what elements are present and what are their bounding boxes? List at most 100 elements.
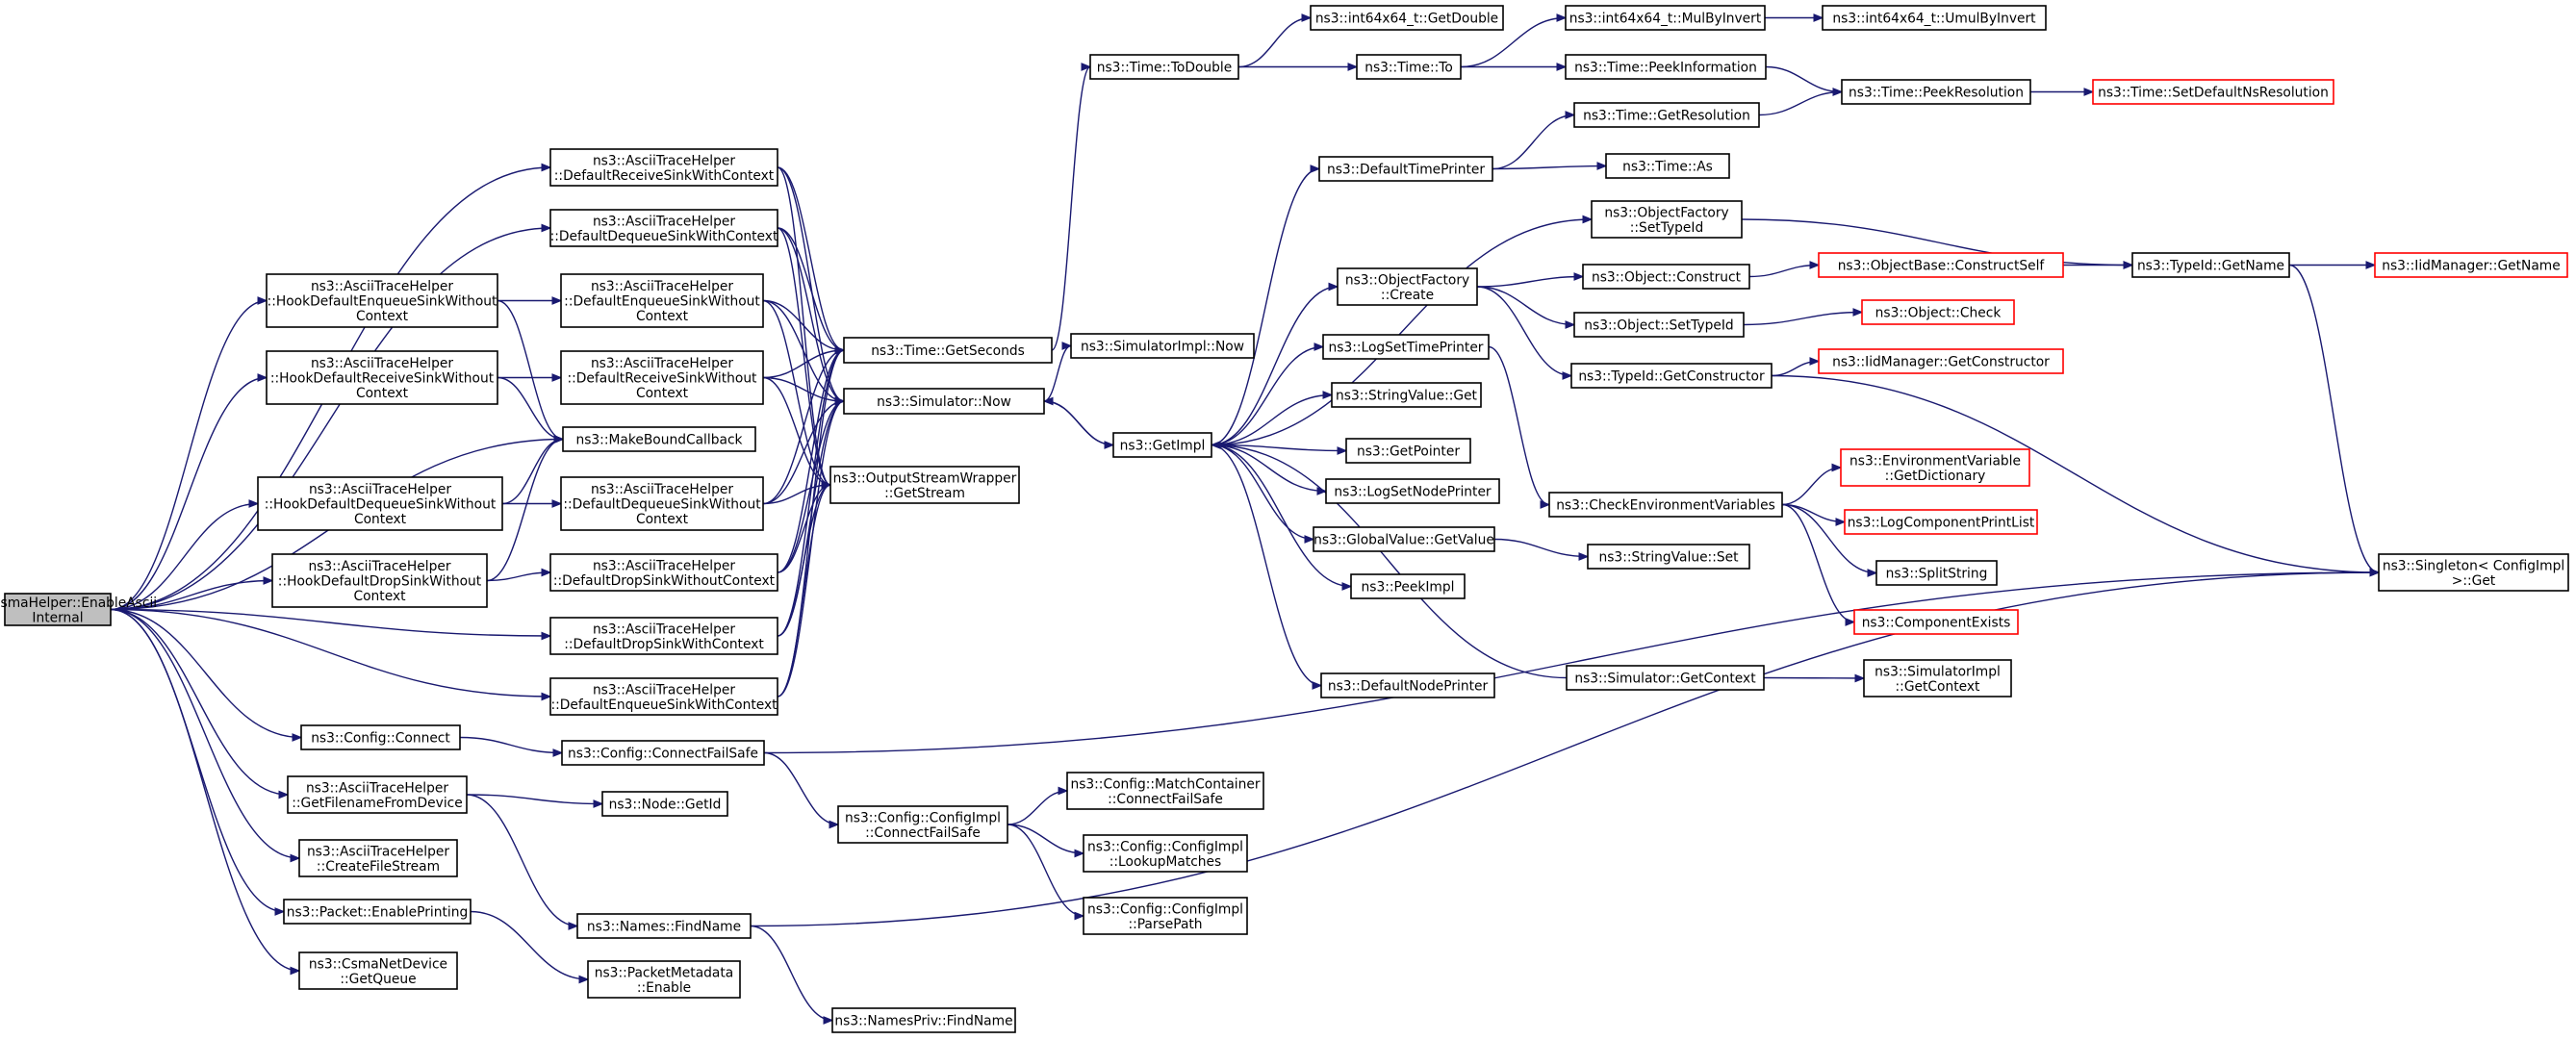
edge-line [777,349,845,637]
node-a_hddeqwc[interactable]: ns3::AsciiTraceHelper::HookDefaultDequeu… [257,476,503,531]
node-pktenable[interactable]: ns3::Packet::EnablePrinting [283,899,472,925]
node-getimpl[interactable]: ns3::GetImpl [1112,432,1212,458]
node-objsettid[interactable]: ns3::Object::SetTypeId [1573,312,1745,338]
node-setdefres[interactable]: ns3::Time::SetDefaultNsResolution [2092,79,2334,105]
node-pmenable[interactable]: ns3::PacketMetadata::Enable [587,960,741,999]
node-getpointer[interactable]: ns3::GetPointer [1345,438,1471,464]
node-a_desnc[interactable]: ns3::AsciiTraceHelper::DefaultEnqueueSin… [560,273,764,328]
node-csmagetq[interactable]: ns3::CsmaNetDevice::GetQueue [298,951,458,990]
edge-arrowhead [292,733,303,742]
node-ath_cfs[interactable]: ns3::AsciiTraceHelper::CreateFileStream [298,839,458,877]
node-ofsettid[interactable]: ns3::ObjectFactory::SetTypeId [1591,200,1743,239]
node-a_ddsc[interactable]: ns3::AsciiTraceHelper::DefaultDequeueSin… [549,209,778,247]
node-dnp[interactable]: ns3::DefaultNodePrinter [1320,672,1495,698]
edge-line [1007,824,1084,854]
node-lsetp[interactable]: ns3::LogSetTimePrinter [1322,334,1490,360]
node-timeto[interactable]: ns3::Time::To [1356,54,1462,80]
edge-root-to-a_denqc [110,608,552,701]
node-label: ns3::TypeId::GetConstructor [1578,369,1765,385]
edge-line [110,579,273,611]
node-cfgcfs[interactable]: ns3::Config::ConnectFailSafe [561,740,765,766]
node-svset[interactable]: ns3::StringValue::Set [1587,544,1750,570]
node-label: Context [354,512,407,527]
edge-arrowhead [541,163,552,172]
node-singleton[interactable]: ns3::Singleton< ConfigImpl >::Get [2378,553,2569,592]
edge-getimpl-to-svget [1211,391,1334,446]
edge-line [1781,503,1855,623]
node-tidgetctor[interactable]: ns3::TypeId::GetConstructor [1570,363,1773,389]
node-a_drsc[interactable]: ns3::AsciiTraceHelper::DefaultReceiveSin… [549,148,778,187]
node-nodegetid[interactable]: ns3::Node::GetId [601,791,728,817]
node-svget[interactable]: ns3::StringValue::Get [1331,382,1482,408]
node-getsec[interactable]: ns3::Time::GetSeconds [843,337,1053,364]
node-namesfind[interactable]: ns3::Names::FindName [576,913,752,939]
node-i64getdouble[interactable]: ns3::int64x64_t::GetDouble [1310,5,1504,31]
node-objbaseconstruct[interactable]: ns3::ObjectBase::ConstructSelf [1818,252,2064,278]
node-compexists[interactable]: ns3::ComponentExists [1853,609,2019,635]
edge-line [2288,264,2380,573]
node-box [1356,54,1462,80]
node-ath_getfn[interactable]: ns3::AsciiTraceHelper::GetFilenameFromDe… [287,775,468,814]
node-box [1322,334,1490,360]
node-label: ns3::LogSetTimePrinter [1329,341,1484,356]
node-a_ddropc[interactable]: ns3::AsciiTraceHelper::DefaultDropSinkWi… [549,617,778,655]
node-getres[interactable]: ns3::Time::GetResolution [1573,102,1760,128]
node-simimplnow[interactable]: ns3::SimulatorImpl::Now [1070,333,1255,359]
node-envgetdict[interactable]: ns3::EnvironmentVariable::GetDictionary [1840,448,2030,487]
node-box [1083,834,1248,873]
node-lsnp[interactable]: ns3::LogSetNodePrinter [1325,478,1500,504]
node-cfgconnect[interactable]: ns3::Config::Connect [300,724,461,750]
node-peekres[interactable]: ns3::Time::PeekResolution [1841,79,2031,105]
node-timeas[interactable]: ns3::Time::As [1605,153,1730,179]
edge-line [1211,345,1324,446]
node-a_hddropwc[interactable]: ns3::AsciiTraceHelper::HookDefaultDropSi… [271,553,488,608]
edge-root-to-a_ddropc [110,608,552,641]
node-cfgimplcfs[interactable]: ns3::Config::ConfigImpl::ConnectFailSafe [837,805,1008,844]
node-iidgetctor[interactable]: ns3::IidManager::GetConstructor [1818,348,2064,374]
node-cfglookup[interactable]: ns3::Config::ConfigImpl::LookupMatches [1083,834,1248,873]
node-a_ddropnc[interactable]: ns3::AsciiTraceHelper::DefaultDropSinkWi… [549,553,778,592]
node-simnow[interactable]: ns3::Simulator::Now [843,388,1045,415]
node-objcheck[interactable]: ns3::Object::Check [1861,299,2015,325]
node-splitstr[interactable]: ns3::SplitString [1875,560,1998,586]
node-a_hdeswc[interactable]: ns3::AsciiTraceHelper::HookDefaultEnqueu… [266,273,498,328]
node-lcpl[interactable]: ns3::LogComponentPrintList [1844,509,2038,535]
edge-line [1007,824,1084,917]
edge-arrowhead [1565,111,1576,119]
edge-arrowhead [1809,261,1821,269]
node-box [266,350,498,405]
node-objconstruct[interactable]: ns3::Object::Construct [1582,264,1750,290]
edge-arrowhead [1867,569,1878,577]
node-simgetctx[interactable]: ns3::Simulator::GetContext [1566,665,1765,691]
edge-root-to-a_hdrswc [110,373,268,611]
edge-arrowhead [1596,162,1608,170]
node-a_ddeqnc[interactable]: ns3::AsciiTraceHelper::DefaultDequeueSin… [560,476,764,531]
node-peekimpl[interactable]: ns3::PeekImpl [1350,573,1466,599]
node-a_denqc[interactable]: ns3::AsciiTraceHelper::DefaultEnqueueSin… [549,677,778,716]
node-tidgetname[interactable]: ns3::TypeId::GetName [2131,252,2290,278]
node-cfgparse[interactable]: ns3::Config::ConfigImpl::ParsePath [1083,897,1248,935]
node-namesprivfind[interactable]: ns3::NamesPriv::FindName [831,1007,1016,1033]
node-simimplctx[interactable]: ns3::SimulatorImpl::GetContext [1863,659,2012,698]
node-iidgetname[interactable]: ns3::IidManager::GetName [2374,252,2568,278]
node-osw[interactable]: ns3::OutputStreamWrapper::GetStream [829,466,1020,504]
node-label: ns3::PacketMetadata [595,965,733,980]
node-ofcreate[interactable]: ns3::ObjectFactory::Create [1337,267,1478,306]
node-box [1841,79,2031,105]
node-label: ns3::StringValue::Get [1336,389,1478,404]
node-mbc[interactable]: ns3::MakeBoundCallback [562,426,756,452]
edge-a_drsc-to-getsec [777,166,846,355]
node-peekinfo[interactable]: ns3::Time::PeekInformation [1565,54,1767,80]
node-gvget[interactable]: ns3::GlobalValue::GetValue [1313,526,1495,552]
node-box [1325,478,1500,504]
node-dtp[interactable]: ns3::DefaultTimePrinter [1318,156,1493,182]
node-a_drsnc[interactable]: ns3::AsciiTraceHelper::DefaultReceiveSin… [560,350,764,405]
node-cfgmatch[interactable]: ns3::Config::MatchContainer::ConnectFail… [1066,772,1264,810]
node-checkenv[interactable]: ns3::CheckEnvironmentVariables [1548,492,1783,518]
node-label: ns3::Time::GetResolution [1583,109,1750,124]
node-mulbyinv[interactable]: ns3::int64x64_t::MulByInvert [1565,5,1766,31]
node-todouble[interactable]: ns3::Time::ToDouble [1089,54,1239,80]
edge-line [1051,65,1091,351]
node-a_hdrswc[interactable]: ns3::AsciiTraceHelper::HookDefaultReceiv… [266,350,498,405]
node-umulbyinv[interactable]: ns3::int64x64_t::UmulByInvert [1822,5,2047,31]
